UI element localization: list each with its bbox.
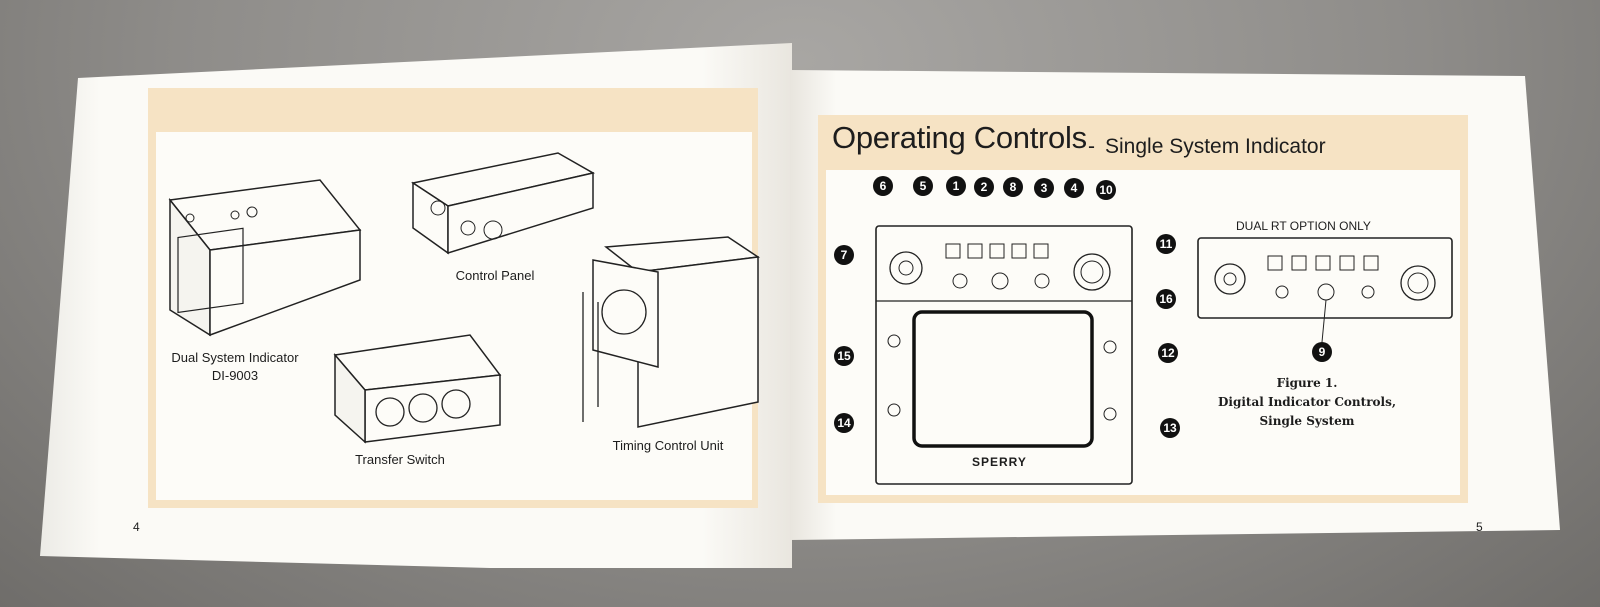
transfer-switch-drawing bbox=[333, 334, 502, 444]
control-panel-caption: Control Panel bbox=[455, 268, 535, 283]
dual-rt-panel-drawing bbox=[1197, 237, 1453, 343]
brand-logo: SPERRY bbox=[972, 455, 1027, 469]
callout-1: 1 bbox=[946, 176, 966, 196]
transfer-switch-caption: Transfer Switch bbox=[355, 452, 445, 467]
callout-8: 8 bbox=[1003, 177, 1023, 197]
callout-10: 10 bbox=[1096, 180, 1116, 200]
left-page-number: 4 bbox=[133, 520, 140, 534]
callout-14: 14 bbox=[834, 413, 854, 433]
callout-13: 13 bbox=[1160, 418, 1180, 438]
timing-control-unit-caption: Timing Control Unit bbox=[612, 438, 724, 453]
callout-3: 3 bbox=[1034, 178, 1054, 198]
page-title: Operating Controls bbox=[832, 120, 1087, 155]
callout-15: 15 bbox=[834, 346, 854, 366]
callout-11: 11 bbox=[1156, 234, 1176, 254]
callout-12: 12 bbox=[1158, 343, 1178, 363]
dual-system-indicator-drawing bbox=[168, 179, 362, 337]
callout-9: 9 bbox=[1312, 342, 1332, 362]
callout-4: 4 bbox=[1064, 178, 1084, 198]
callout-2: 2 bbox=[974, 177, 994, 197]
figure-caption-line1: Figure 1. bbox=[1276, 376, 1338, 390]
single-system-indicator-drawing bbox=[875, 225, 1133, 485]
callout-16: 16 bbox=[1156, 289, 1176, 309]
page-subtitle: Single System Indicator bbox=[1105, 135, 1326, 158]
figure-caption-line2: Digital Indicator Controls, bbox=[1217, 395, 1397, 409]
dual-rt-option-label: DUAL RT OPTION ONLY bbox=[1236, 219, 1371, 233]
timing-control-unit-drawing bbox=[582, 236, 761, 428]
dual-system-indicator-model: DI-9003 bbox=[211, 368, 259, 383]
dual-system-indicator-caption: Dual System Indicator bbox=[171, 350, 299, 365]
callout-6: 6 bbox=[873, 176, 893, 196]
right-page-number: 5 bbox=[1476, 520, 1483, 534]
control-panel-drawing bbox=[411, 152, 596, 255]
callout-7: 7 bbox=[834, 245, 854, 265]
callout-5: 5 bbox=[913, 176, 933, 196]
figure-caption-line3: Single System bbox=[1259, 414, 1355, 428]
title-dash: - bbox=[1088, 135, 1095, 158]
